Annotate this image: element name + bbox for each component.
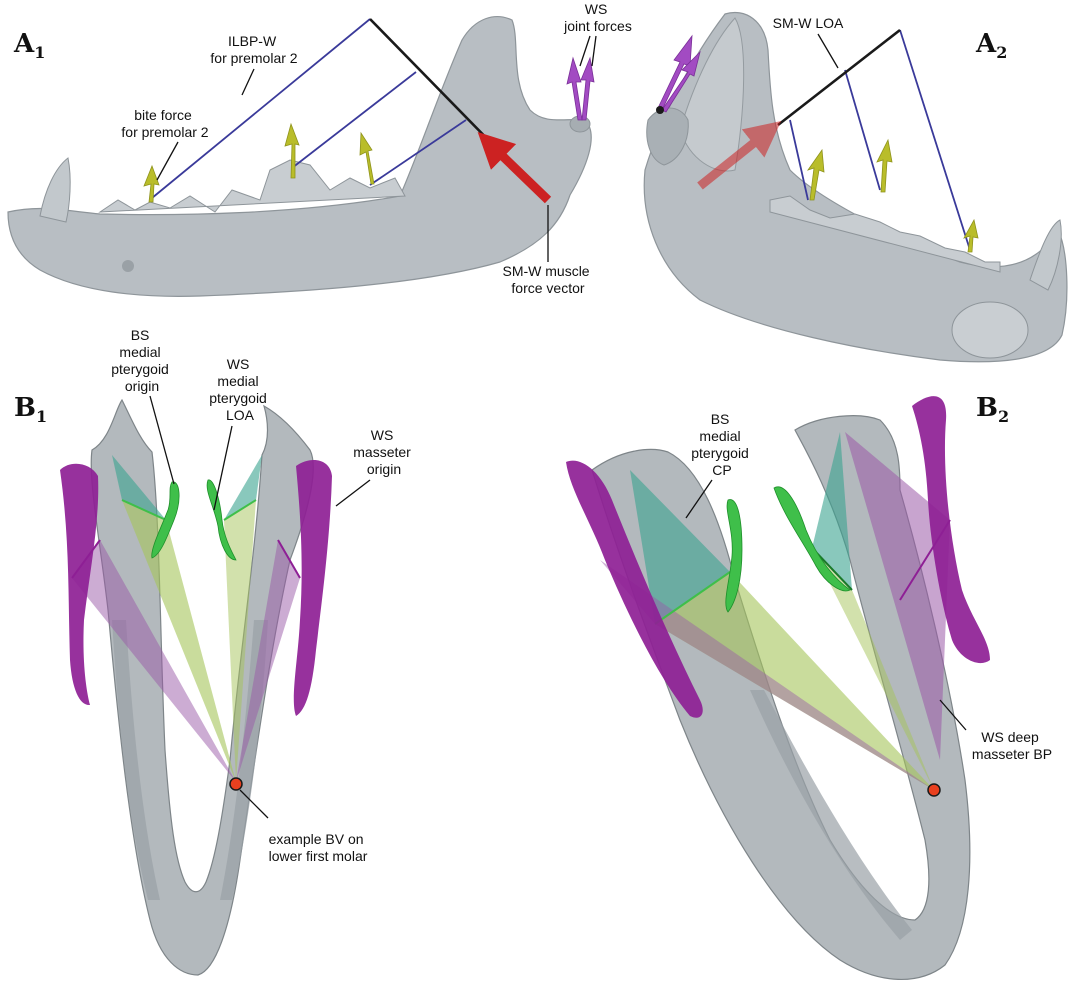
mandible-a1 <box>7 16 592 297</box>
masseter-origin-right-b1 <box>293 460 332 716</box>
loa-lines-a2 <box>789 29 971 251</box>
teal-plane-right-b1 <box>224 455 262 520</box>
foramen-a1 <box>122 260 134 272</box>
panel-a2-label: A2 <box>975 29 1007 62</box>
label-ws-masseter-origin: WS masseter origin <box>353 427 414 477</box>
label-ws-deep-masseter: WS deep masseter BP <box>972 729 1052 762</box>
green-plane-left-b2 <box>655 572 934 790</box>
purple-plane-left-b2 <box>600 560 934 790</box>
joint-point-a2 <box>656 106 664 114</box>
symphysis-a2 <box>951 301 1029 359</box>
tooth-row-a1 <box>98 159 406 213</box>
teal-plane-left-b1 <box>112 455 166 520</box>
purple-plane-left-b1 <box>72 540 236 782</box>
label-sm-w-loa: SM-W LOA <box>773 15 844 31</box>
masseter-origin-left-b1 <box>60 463 99 706</box>
sm-w-muscle-vector-a2 <box>697 121 782 190</box>
leader-ws-deep-masseter <box>939 699 967 731</box>
leader-example-bv <box>239 789 269 819</box>
purple-plane-right-b2 <box>845 432 950 760</box>
ws-joint-force-arrows-a1 <box>566 56 595 121</box>
label-ws-joint-forces: WS joint forces <box>563 1 632 34</box>
bite-force-arrows-a1 <box>143 122 375 203</box>
leader-sm-w-loa <box>817 33 839 69</box>
loa-lines-a1 <box>151 18 467 199</box>
teal-plane-right-b2 <box>812 432 852 590</box>
leader-ilbp-w <box>241 68 255 96</box>
label-sm-w-muscle: SM-W muscle force vector <box>502 263 593 296</box>
leader-bite-force <box>156 141 179 181</box>
leader-bs-medial-origin <box>149 395 175 485</box>
sm-w-muscle-vector-a1 <box>477 131 552 204</box>
panel-a1-label: A1 <box>13 29 45 62</box>
sm-w-loa-a2 <box>777 28 901 127</box>
pterygoid-origin-left-b2 <box>725 499 743 613</box>
label-bs-medial-cp: BS medial pterygoid CP <box>691 411 752 478</box>
panel-b1: B1 BS medial pterygoid origi <box>14 327 414 976</box>
leader-ws-masseter-origin <box>335 479 371 507</box>
tooth-row-a2 <box>769 195 1001 273</box>
teal-plane-left-b2 <box>630 470 730 624</box>
panel-b1-label: B1 <box>14 393 47 426</box>
label-ilbp-w: ILBP-W for premolar 2 <box>210 33 297 66</box>
canine-a2 <box>1029 219 1062 291</box>
panel-b2-label: B2 <box>976 393 1009 426</box>
tooth-row-b2 <box>750 690 912 940</box>
leader-ws-joint-a <box>579 35 591 67</box>
panel-a2: A2 SM-W LOA <box>643 12 1068 363</box>
canine-a1 <box>39 157 71 223</box>
purple-plane-right-b1 <box>236 540 300 782</box>
mandible-a2 <box>643 12 1068 363</box>
green-plane-right-b1 <box>224 500 256 782</box>
label-ws-medial-loa: WS medial pterygoid LOA <box>209 356 270 423</box>
bv-point-b1 <box>229 777 243 791</box>
bv-point-b2 <box>927 783 941 797</box>
label-example-bv: example BV on lower first molar <box>269 831 368 864</box>
green-plane-left-b1 <box>122 500 236 782</box>
leader-ws-joint-b <box>591 35 597 67</box>
panel-b2: B2 BS medial pterygoid CP WS deep <box>566 393 1052 981</box>
bite-force-arrows-a2 <box>806 138 979 253</box>
green-plane-right-b2 <box>812 548 934 790</box>
tooth-row-left-b1 <box>112 620 160 900</box>
leader-bs-medial-cp <box>685 479 713 519</box>
condyle-a2 <box>646 107 689 166</box>
pterygoid-origin-left-b1 <box>151 481 180 559</box>
masseter-origin-left-b2 <box>566 460 703 718</box>
label-bs-medial-origin: BS medial pterygoid origin <box>111 327 172 394</box>
coronoid-overlay-a2 <box>679 17 745 172</box>
ws-joint-force-arrows-a2 <box>657 34 701 113</box>
pterygoid-origin-right-b2 <box>773 486 851 592</box>
panel-a1: A1 ILBP-W <box>7 1 632 297</box>
leader-ws-medial-loa <box>213 425 233 511</box>
masseter-origin-right-b2 <box>912 396 990 664</box>
label-bite-force: bite force for premolar 2 <box>121 107 208 140</box>
